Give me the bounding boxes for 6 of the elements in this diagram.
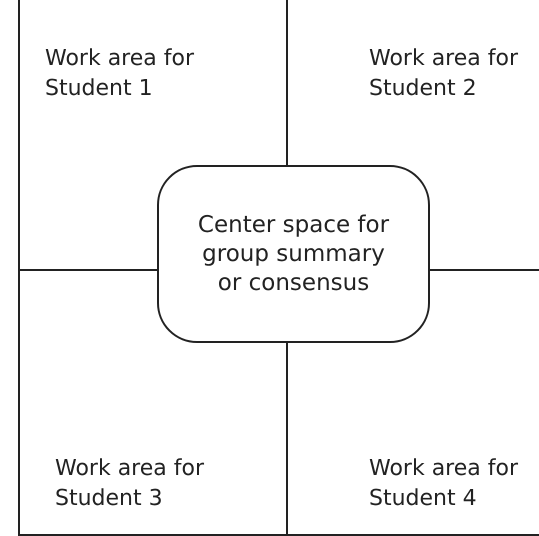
center-space-box	[157, 165, 430, 343]
work-area-label: Work area for Student 4	[369, 454, 534, 514]
work-area-label: Work area for Student 2	[369, 44, 534, 104]
center-space-label: Center space for group summary or consensus	[196, 210, 390, 298]
work-area-label: Work area for Student 3	[55, 454, 220, 514]
work-area-label: Work area for Student 1	[45, 44, 210, 104]
